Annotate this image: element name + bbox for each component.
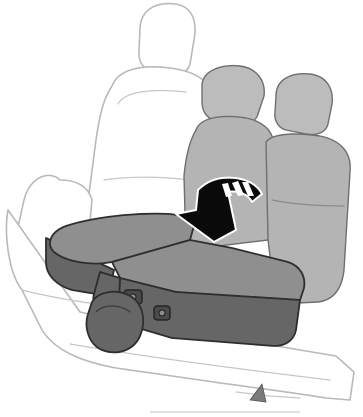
rear-middle-headrest — [202, 66, 264, 125]
rear-right-headrest — [275, 74, 332, 135]
removed-headrest — [87, 292, 144, 353]
front-seat-headrest — [139, 4, 195, 75]
